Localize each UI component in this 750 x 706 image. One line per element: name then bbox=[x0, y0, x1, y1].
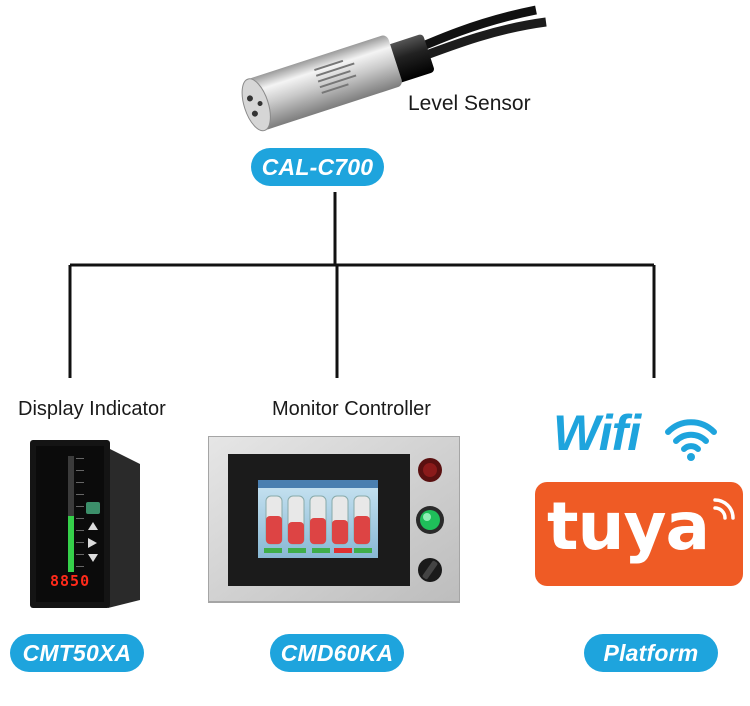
tuya-logo: tuya bbox=[535, 482, 743, 586]
tuya-brand-text: tuya bbox=[547, 488, 710, 565]
level-sensor-label: Level Sensor bbox=[408, 92, 531, 115]
display-indicator-image bbox=[30, 440, 140, 608]
monitor-controller-label: Monitor Controller bbox=[272, 398, 431, 420]
wifi-icon bbox=[665, 419, 717, 461]
platform-badge: Platform bbox=[584, 634, 718, 672]
monitor-controller-image bbox=[208, 436, 460, 603]
display-indicator-label: Display Indicator bbox=[18, 398, 166, 420]
tuya-signal-icon bbox=[713, 498, 735, 520]
indicator-readout: 8850 bbox=[50, 572, 91, 590]
controller-model-badge: CMD60KA bbox=[270, 634, 404, 672]
indicator-model-badge: CMT50XA bbox=[10, 634, 144, 672]
level-sensor-image bbox=[241, 5, 547, 132]
wifi-label: Wifi bbox=[553, 405, 641, 461]
sensor-model-badge: CAL-C700 bbox=[251, 148, 384, 186]
